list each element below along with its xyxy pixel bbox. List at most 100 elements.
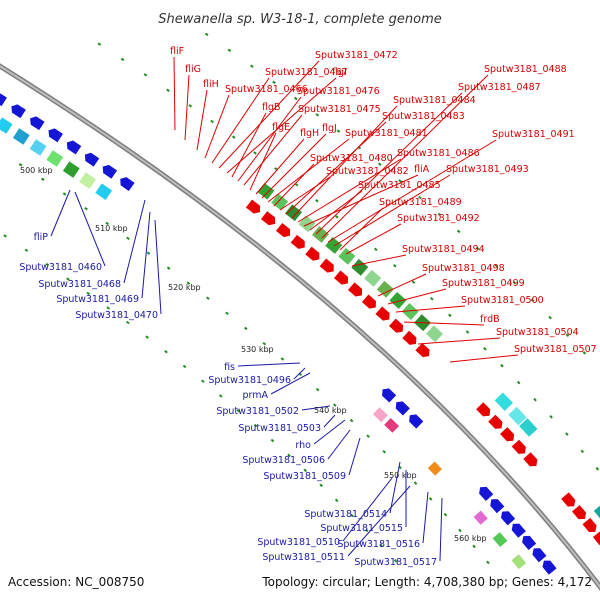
gene-label[interactable]: fliA <box>414 164 430 175</box>
gene-label[interactable]: flgJ <box>322 123 337 134</box>
gene-label[interactable]: Sputw3181_0491 <box>492 129 575 140</box>
dotted-gridlines <box>3 32 600 565</box>
gene-label[interactable]: fis <box>224 362 235 373</box>
grid-dot <box>253 151 257 155</box>
grid-dot <box>475 246 480 251</box>
grid-dot <box>494 263 499 268</box>
gene-label[interactable]: fliP <box>34 232 49 243</box>
gene-label[interactable]: Sputw3181_0492 <box>397 213 480 224</box>
grid-dot <box>319 483 323 488</box>
grid-dot <box>166 88 170 92</box>
map-title: Shewanella sp. W3-18-1, complete genome <box>158 12 441 27</box>
grid-dot <box>365 528 369 533</box>
grid-dot <box>3 234 7 238</box>
cog-block <box>383 417 400 434</box>
gene-label[interactable]: Sputw3181_0460 <box>19 262 102 273</box>
gene-label[interactable]: Sputw3181_0488 <box>484 64 567 75</box>
grid-dot <box>280 357 285 361</box>
grid-dot <box>120 57 125 62</box>
gene-label[interactable]: Sputw3181_0504 <box>496 327 579 338</box>
grid-dot <box>443 512 448 517</box>
forward-gene-arrow <box>592 530 600 545</box>
grid-dot <box>40 177 45 181</box>
gene-label[interactable]: flgI <box>332 67 347 78</box>
gene-label[interactable]: Sputw3181_0498 <box>422 263 505 274</box>
gene-label[interactable]: Sputw3181_0482 <box>326 166 409 177</box>
gene-features <box>0 92 600 575</box>
gene-label[interactable]: Sputw3181_0467 <box>265 67 348 78</box>
forward-gene-arrow <box>375 306 390 321</box>
leader-line <box>291 105 398 219</box>
gene-label[interactable]: frdB <box>480 314 500 325</box>
gene-label[interactable]: Sputw3181_0494 <box>402 244 485 255</box>
gene-label[interactable]: flgH <box>300 128 319 139</box>
gene-label[interactable]: Sputw3181_0496 <box>208 375 291 386</box>
grid-dot <box>105 221 109 226</box>
leader-line <box>347 485 411 557</box>
grid-dot <box>18 163 23 167</box>
cog-block <box>425 324 444 343</box>
gene-label[interactable]: Sputw3181_0514 <box>304 509 387 520</box>
gene-label[interactable]: Sputw3181_0475 <box>298 104 381 115</box>
gene-label[interactable]: Sputw3181_0510 <box>257 537 340 548</box>
gene-label[interactable]: Sputw3181_0486 <box>397 148 480 159</box>
grid-dot <box>84 207 88 211</box>
gene-label[interactable]: Sputw3181_0469 <box>56 294 139 305</box>
grid-dot <box>350 513 354 518</box>
gene-label[interactable]: flgB <box>262 102 281 113</box>
leader-line <box>267 138 350 203</box>
gene-label[interactable]: Sputw3181_0503 <box>238 423 321 434</box>
gene-label[interactable]: fliG <box>185 64 201 75</box>
gene-label[interactable]: Sputw3181_0502 <box>216 406 299 417</box>
leader-line <box>417 337 501 345</box>
leader-line <box>422 491 429 544</box>
gene-label[interactable]: Sputw3181_0506 <box>242 455 325 466</box>
gene-label[interactable]: Sputw3181_0509 <box>263 471 346 482</box>
gene-label[interactable]: Sputw3181_0507 <box>514 344 597 355</box>
leader-line <box>345 223 402 255</box>
gene-label[interactable]: Sputw3181_0517 <box>354 557 437 568</box>
gene-label[interactable]: Sputw3181_0470 <box>75 310 158 321</box>
gene-label[interactable]: prmA <box>242 390 268 401</box>
gene-label[interactable]: Sputw3181_0472 <box>315 50 398 61</box>
gene-label[interactable]: Sputw3181_0516 <box>337 539 420 550</box>
leader-line <box>301 405 331 411</box>
grid-dot <box>204 32 209 37</box>
gene-label[interactable]: Sputw3181_0476 <box>297 86 380 97</box>
grid-dot <box>236 408 241 413</box>
gene-label[interactable]: flgE <box>272 122 290 133</box>
gene-label[interactable]: Sputw3181_0511 <box>262 552 345 563</box>
grid-dot <box>580 449 585 454</box>
gene-label[interactable]: Sputw3181_0468 <box>38 279 121 290</box>
grid-dot <box>413 481 418 485</box>
gene-label[interactable]: Sputw3181_0484 <box>393 95 476 106</box>
gene-label[interactable]: rho <box>295 440 311 451</box>
reverse-gene-arrow <box>120 177 135 192</box>
grid-dot <box>411 280 416 284</box>
reverse-gene-arrow <box>48 128 63 143</box>
gene-label[interactable]: Sputw3181_0485 <box>358 180 441 191</box>
gene-label[interactable]: fliH <box>203 79 219 90</box>
gene-label[interactable]: Sputw3181_0466 <box>225 84 308 95</box>
grid-dot <box>458 528 462 533</box>
grid-dot <box>227 48 232 52</box>
cog-block <box>376 280 395 299</box>
grid-dot <box>565 333 570 337</box>
grid-dot <box>126 320 130 325</box>
gene-label[interactable]: Sputw3181_0487 <box>458 82 541 93</box>
grid-dot <box>262 341 267 346</box>
gene-label[interactable]: Sputw3181_0515 <box>320 523 403 534</box>
grid-dot <box>231 135 236 139</box>
gene-label[interactable]: Sputw3181_0500 <box>461 295 544 306</box>
gene-label[interactable]: Sputw3181_0499 <box>442 278 525 289</box>
grid-dot <box>244 326 248 331</box>
grid-dot <box>418 195 422 200</box>
gene-label[interactable]: fliF <box>170 46 184 57</box>
reverse-gene-arrow <box>522 535 537 551</box>
gene-label[interactable]: Sputw3181_0483 <box>382 111 465 122</box>
gene-label[interactable]: Sputw3181_0481 <box>345 128 428 139</box>
gene-label[interactable]: Sputw3181_0489 <box>379 197 462 208</box>
gene-label[interactable]: Sputw3181_0493 <box>446 164 529 175</box>
cog-block <box>270 193 289 212</box>
gene-label[interactable]: Sputw3181_0480 <box>310 153 393 164</box>
